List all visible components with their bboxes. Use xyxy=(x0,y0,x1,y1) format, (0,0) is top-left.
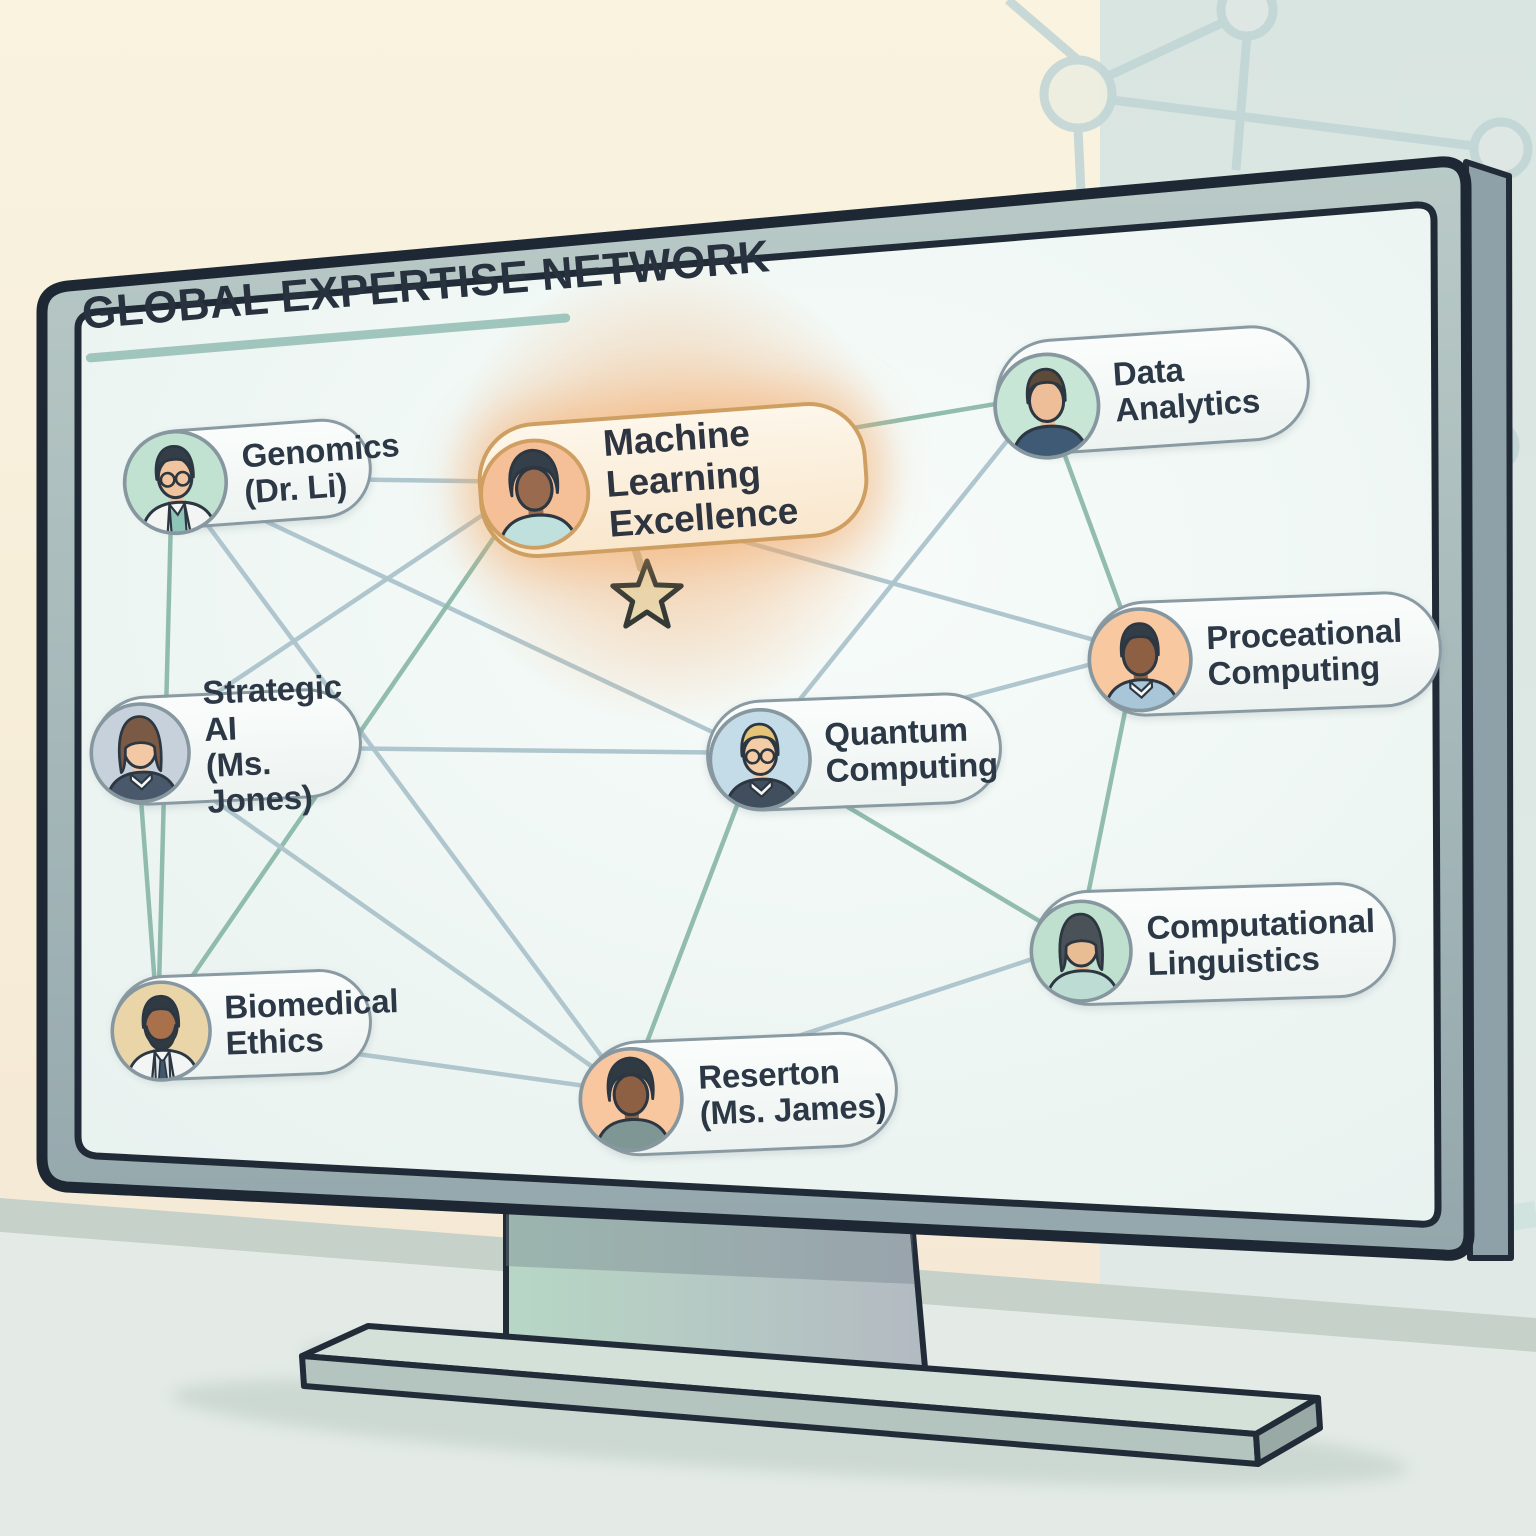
edge-strategic-reserton xyxy=(134,743,631,1095)
biomedical-avatar-icon xyxy=(107,977,215,1085)
stand-base-side xyxy=(1253,1395,1323,1467)
node-sublabel: Ethics xyxy=(224,1020,325,1062)
edge-quantum-reserton xyxy=(625,750,760,1095)
node-strategic-ai[interactable]: Strategic AI(Ms. Jones) xyxy=(89,668,365,820)
node-sublabel: Linguistics xyxy=(1147,939,1321,983)
comp-linguistics-avatar-icon xyxy=(1027,897,1136,1006)
person-avatar xyxy=(1029,899,1133,1003)
node-reserton[interactable]: Reserton(Ms. James) xyxy=(578,1029,901,1159)
star-icon xyxy=(610,547,684,629)
edge-genomics-reserton xyxy=(169,474,631,1095)
node-sublabel: (Ms. James) xyxy=(698,1086,888,1132)
person-avatar xyxy=(993,352,1101,460)
proceational-avatar-icon xyxy=(1084,604,1196,716)
reserton-avatar-icon xyxy=(575,1043,687,1155)
node-genomics[interactable]: Genomics(Dr. Li) xyxy=(122,415,401,536)
node-sublabel: (Ms. Jones) xyxy=(204,744,314,821)
node-label: Strategic AI xyxy=(201,668,343,748)
person-avatar xyxy=(110,980,212,1082)
person-avatar xyxy=(89,702,191,804)
person-avatar xyxy=(578,1046,684,1153)
node-sublabel: Computing xyxy=(1207,648,1381,693)
quantum-avatar-icon xyxy=(705,705,815,815)
person-avatar xyxy=(1087,607,1193,713)
genomics-avatar-icon xyxy=(118,425,234,541)
strategic-ai-avatar-icon xyxy=(86,699,195,808)
person-avatar xyxy=(122,429,229,536)
ml-avatar-icon xyxy=(474,433,596,555)
node-sublabel: Analytics xyxy=(1114,381,1262,429)
person-avatar xyxy=(479,438,591,551)
node-sublabel: Computing xyxy=(824,745,999,790)
person-avatar xyxy=(708,707,812,812)
data-analytics-avatar-icon xyxy=(988,348,1105,465)
